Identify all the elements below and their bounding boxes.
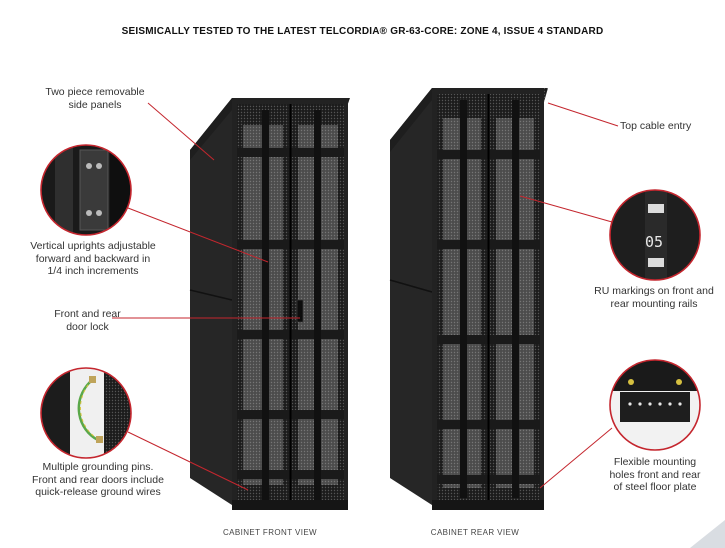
detail-ru-photo [609, 189, 701, 281]
corner-accent [690, 520, 725, 548]
callout-lines [112, 102, 619, 491]
callout-top-cable: Top cable entry [620, 120, 692, 132]
page-title: SEISMICALLY TESTED TO THE LATEST TELCORD… [121, 26, 604, 37]
caption-front-view: CABINET FRONT VIEW [222, 528, 318, 537]
caption-rear-view: CABINET REAR VIEW [430, 528, 520, 537]
callout-grounding: Multiple grounding pins. Front and rear … [32, 461, 164, 498]
callout-uprights: Vertical uprights adjustable forward and… [30, 240, 156, 277]
ru-number-label: 05 [645, 233, 664, 251]
callout-ru-markings: RU markings on front and rear mounting r… [594, 285, 714, 310]
callout-side-panels: Two piece removable side panels [45, 86, 145, 111]
detail-uprights-photo [40, 144, 132, 236]
rear-cabinet [389, 88, 548, 510]
callout-floor-plate: Flexible mounting holes front and rear o… [609, 456, 701, 493]
callout-door-lock: Front and rear door lock [54, 308, 121, 333]
front-cabinet [189, 98, 350, 510]
detail-grounding-photo [40, 367, 132, 459]
detail-floor-plate-photo [609, 359, 701, 451]
